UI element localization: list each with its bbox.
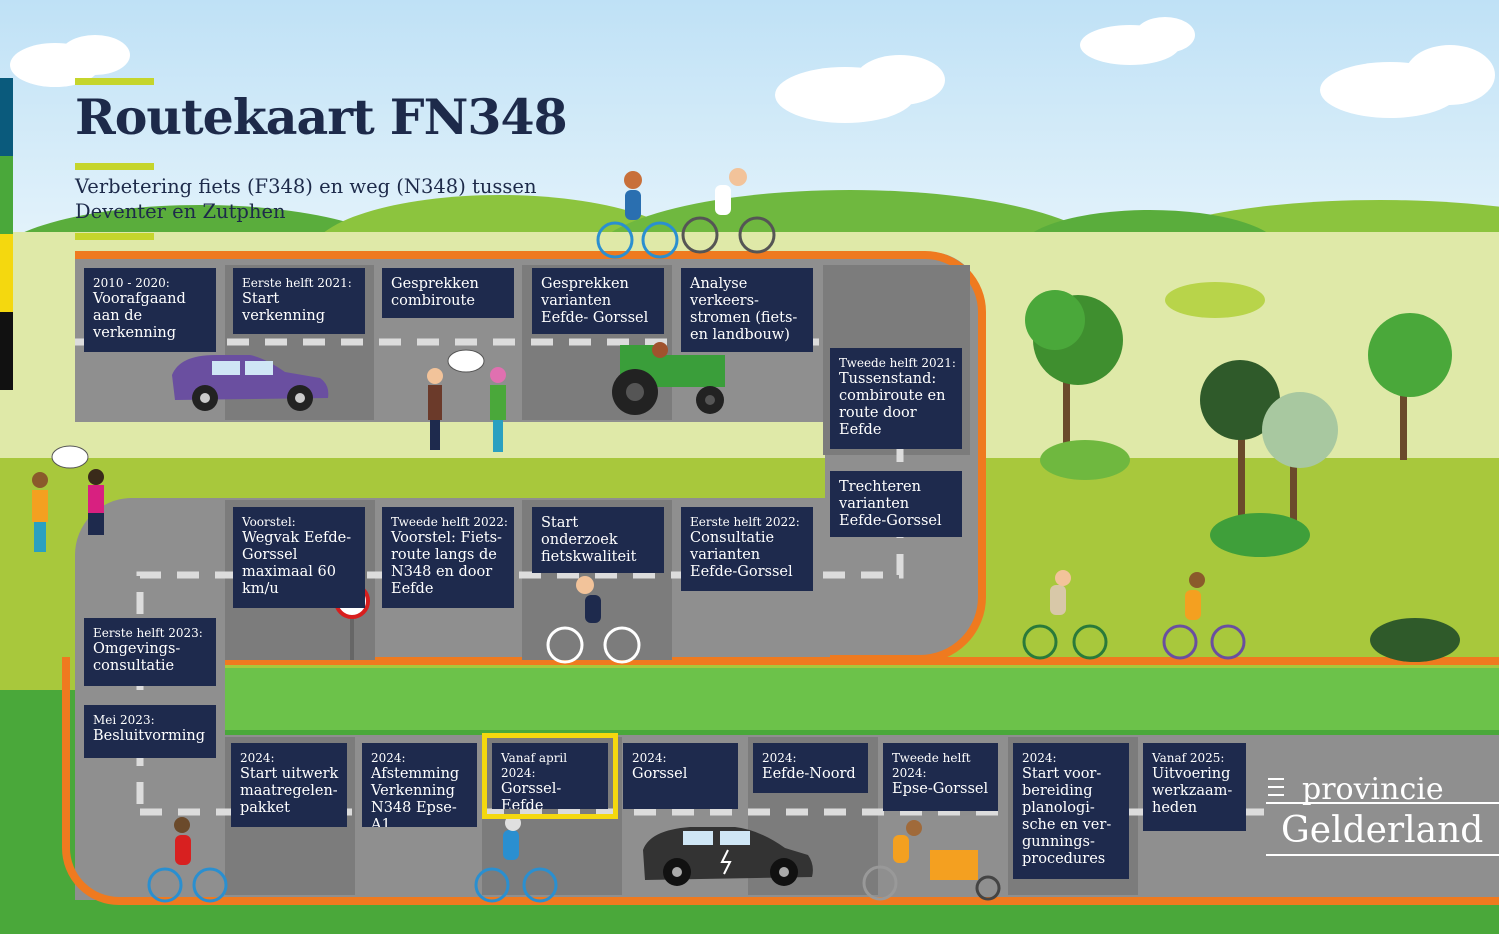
milestone-text: Gesprekken varianten Eefde- Gorssel <box>541 276 649 326</box>
milestone-date: Tweede helft 2021: <box>839 356 956 370</box>
milestone-box: 2024: Start uitwerk maatregelen- pakket <box>231 743 347 827</box>
milestone-box: Tweede helft 2021: Tussenstand: combirou… <box>830 348 962 449</box>
milestone-box: Start onderzoek fietskwaliteit <box>532 507 664 573</box>
milestone-text: Start voor- bereiding planologi- sche en… <box>1022 766 1112 867</box>
cyclist-bodies <box>174 168 1205 880</box>
milestone-date: Vanaf 2025: <box>1152 751 1225 765</box>
milestone-box: Analyse verkeers- stromen (fiets- en lan… <box>681 268 813 352</box>
milestone-text: Start onderzoek fietskwaliteit <box>541 515 637 565</box>
milestone-text: Wegvak Eefde- Gorssel maximaal 60 km/u <box>242 530 352 597</box>
milestone-date: Tweede helft 2024: <box>892 751 971 780</box>
milestone-box: Vanaf 2025: Uitvoering werkzaam- heden <box>1143 743 1246 831</box>
milestone-box: 2024: Eefde-Noord <box>753 743 868 793</box>
milestone-box: 2010 - 2020: Voorafgaand aan de verkenni… <box>84 268 216 352</box>
page-subtitle: Verbetering fiets (F348) en weg (N348) t… <box>75 175 537 223</box>
milestone-text: Gorssel <box>632 766 688 782</box>
milestone-text: Trechteren varianten Eefde-Gorssel <box>839 479 942 529</box>
milestone-box: Mei 2023: Besluitvorming <box>84 705 216 758</box>
milestone-text: Consultatie varianten Eefde-Gorssel <box>690 530 793 580</box>
milestone-text: Start verkenning <box>242 291 326 324</box>
milestone-box: Eerste helft 2021: Start verkenning <box>233 268 365 334</box>
milestone-box: 2024: Afstemming Verkenning N348 Epse-A1 <box>362 743 477 827</box>
milestone-date: Voorstel: <box>242 515 296 529</box>
milestone-date: 2024: <box>240 751 275 765</box>
milestone-text: Gorssel- Eefde <box>501 781 562 809</box>
milestone-box: Voorstel: Wegvak Eefde- Gorssel maximaal… <box>233 507 365 608</box>
field-lightgreen <box>225 668 1499 730</box>
purple-car-illustration <box>172 355 329 411</box>
milestone-text: Voorafgaand aan de verkenning <box>93 291 186 341</box>
milestone-box: Tweede helft 2024: Epse-Gorssel <box>883 743 998 811</box>
tractor-illustration <box>612 342 725 415</box>
milestone-box-highlighted: Vanaf april 2024: Gorssel- Eefde <box>482 733 618 819</box>
logo-line-1: provincie <box>1302 772 1444 807</box>
logo-line-2: Gelderland <box>1281 810 1484 851</box>
milestone-text: Analyse verkeers- stromen (fiets- en lan… <box>690 276 798 343</box>
milestone-date: Eerste helft 2021: <box>242 276 352 290</box>
speed-sign-post <box>350 612 354 660</box>
milestone-date: 2024: <box>371 751 406 765</box>
pedestrians-illustration <box>32 367 506 552</box>
milestone-date: 2010 - 2020: <box>93 276 170 290</box>
milestone-box: Eerste helft 2022: Consultatie varianten… <box>681 507 813 591</box>
trees <box>1025 282 1460 662</box>
milestone-box: Gesprekken combiroute <box>382 268 514 318</box>
milestone-box: Gesprekken varianten Eefde- Gorssel <box>532 268 664 334</box>
milestone-text: Voorstel: Fiets- route langs de N348 en … <box>391 530 502 597</box>
milestone-text: Epse-Gorssel <box>892 781 989 797</box>
milestone-text: Start uitwerk maatregelen- pakket <box>240 766 339 816</box>
milestone-date: 2024: <box>632 751 667 765</box>
milestone-text: Omgevings- consultatie <box>93 641 181 674</box>
milestone-date: Tweede helft 2022: <box>391 515 508 529</box>
milestone-text: Afstemming Verkenning N348 Epse-A1 <box>371 766 460 827</box>
milestone-box: Eerste helft 2023: Omgevings- consultati… <box>84 618 216 686</box>
milestone-box: Tweede helft 2022: Voorstel: Fiets- rout… <box>382 507 514 608</box>
speech-bubbles <box>51 349 485 469</box>
milestone-text: Gesprekken combiroute <box>391 276 479 309</box>
milestone-date: 2024: <box>762 751 797 765</box>
road-top-edge <box>75 251 986 663</box>
milestone-box: 2024: Start voor- bereiding planologi- s… <box>1013 743 1129 879</box>
black-car-illustration <box>643 827 813 886</box>
milestone-text: Eefde-Noord <box>762 766 856 782</box>
clouds <box>10 17 1495 123</box>
milestone-date: Eerste helft 2023: <box>93 626 203 640</box>
milestone-date: Vanaf april 2024: <box>501 751 568 780</box>
milestone-box: 2024: Gorssel <box>623 743 738 809</box>
milestone-text: Tussenstand: combiroute en route door Ee… <box>839 371 946 438</box>
cyclists-illustration <box>147 216 1246 903</box>
provincie-gelderland-logo: provincie Gelderland <box>1266 772 1499 856</box>
milestone-text: Besluitvorming <box>93 728 205 744</box>
milestone-date: Eerste helft 2022: <box>690 515 800 529</box>
page-title: Routekaart FN348 <box>75 88 568 146</box>
milestone-date: 2024: <box>1022 751 1057 765</box>
milestone-text: Uitvoering werkzaam- heden <box>1152 766 1233 816</box>
milestone-date: Mei 2023: <box>93 713 155 727</box>
road-bottom-edge <box>62 657 1499 905</box>
milestone-box: Trechteren varianten Eefde-Gorssel <box>830 471 962 537</box>
